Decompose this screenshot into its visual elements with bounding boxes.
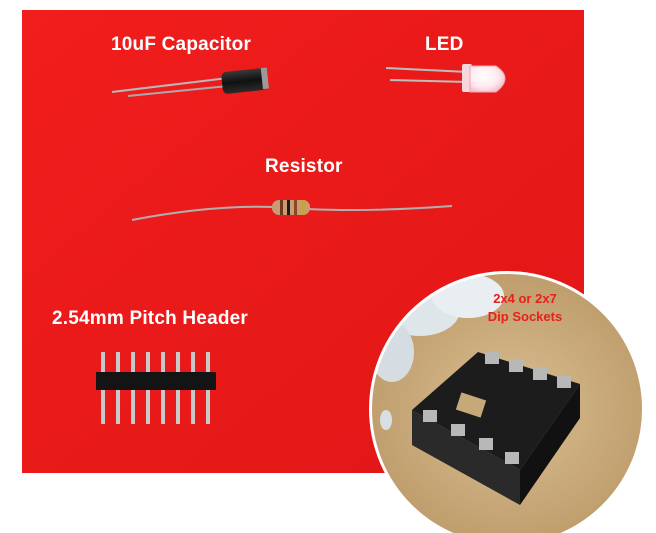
- socket-contact: [451, 424, 465, 436]
- socket-contact: [509, 360, 523, 372]
- pin-header-image: [96, 352, 216, 424]
- socket-contact: [479, 438, 493, 450]
- header-body: [96, 372, 216, 390]
- dip-socket-label: 2x4 or 2x7 Dip Sockets: [470, 290, 580, 326]
- socket-contact: [533, 368, 547, 380]
- socket-contact: [485, 352, 499, 364]
- resistor-label: Resistor: [265, 156, 343, 177]
- socket-contact: [557, 376, 571, 388]
- socket-contact: [423, 410, 437, 422]
- dip-socket-inset: [369, 271, 645, 533]
- capacitor-label: 10uF Capacitor: [111, 34, 252, 55]
- resistor-image: [131, 200, 453, 221]
- dip-socket-label-line2: Dip Sockets: [487, 309, 563, 324]
- capacitor-image: [111, 67, 269, 97]
- led-label: LED: [425, 34, 464, 55]
- dip-socket-label-line1: 2x4 or 2x7: [493, 291, 557, 306]
- led-image: [385, 64, 506, 93]
- header-label: 2.54mm Pitch Header: [52, 308, 248, 329]
- socket-contact: [505, 452, 519, 464]
